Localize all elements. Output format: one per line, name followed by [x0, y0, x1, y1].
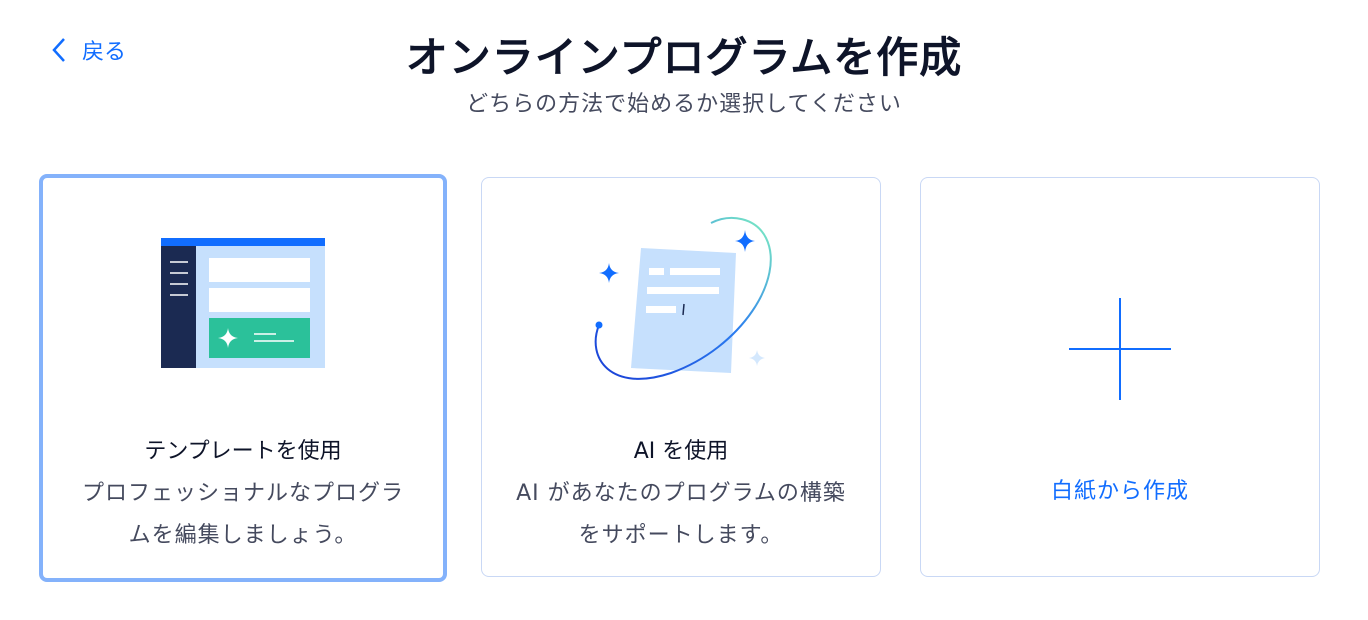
template-option-card[interactable]: テンプレートを使用 プロフェッショナルなプログラムを編集しましょう。	[39, 174, 447, 582]
back-button[interactable]: 戻る	[50, 34, 126, 66]
plus-icon	[921, 298, 1319, 400]
back-label: 戻る	[82, 40, 127, 65]
blank-option-card[interactable]: 白紙から作成	[920, 177, 1320, 577]
chevron-left-icon	[52, 38, 65, 62]
create-from-scratch-link[interactable]: 白紙から作成	[1050, 479, 1189, 504]
option-description: AI があなたのプログラムの構築をサポートします。	[516, 481, 846, 548]
option-title: テンプレートを使用	[144, 439, 342, 464]
page-title: オンラインプログラムを作成	[405, 33, 963, 82]
template-layout-illustration	[43, 238, 443, 368]
option-description: プロフェッショナルなプログラムを編集しましょう。	[81, 481, 404, 548]
page-subtitle: どちらの方法で始めるか選択してください	[466, 92, 902, 117]
ai-document-sparkle-illustration	[482, 208, 880, 398]
ai-option-card[interactable]: AI を使用 AI があなたのプログラムの構築をサポートします。	[481, 177, 881, 577]
option-title: AI を使用	[633, 439, 729, 464]
